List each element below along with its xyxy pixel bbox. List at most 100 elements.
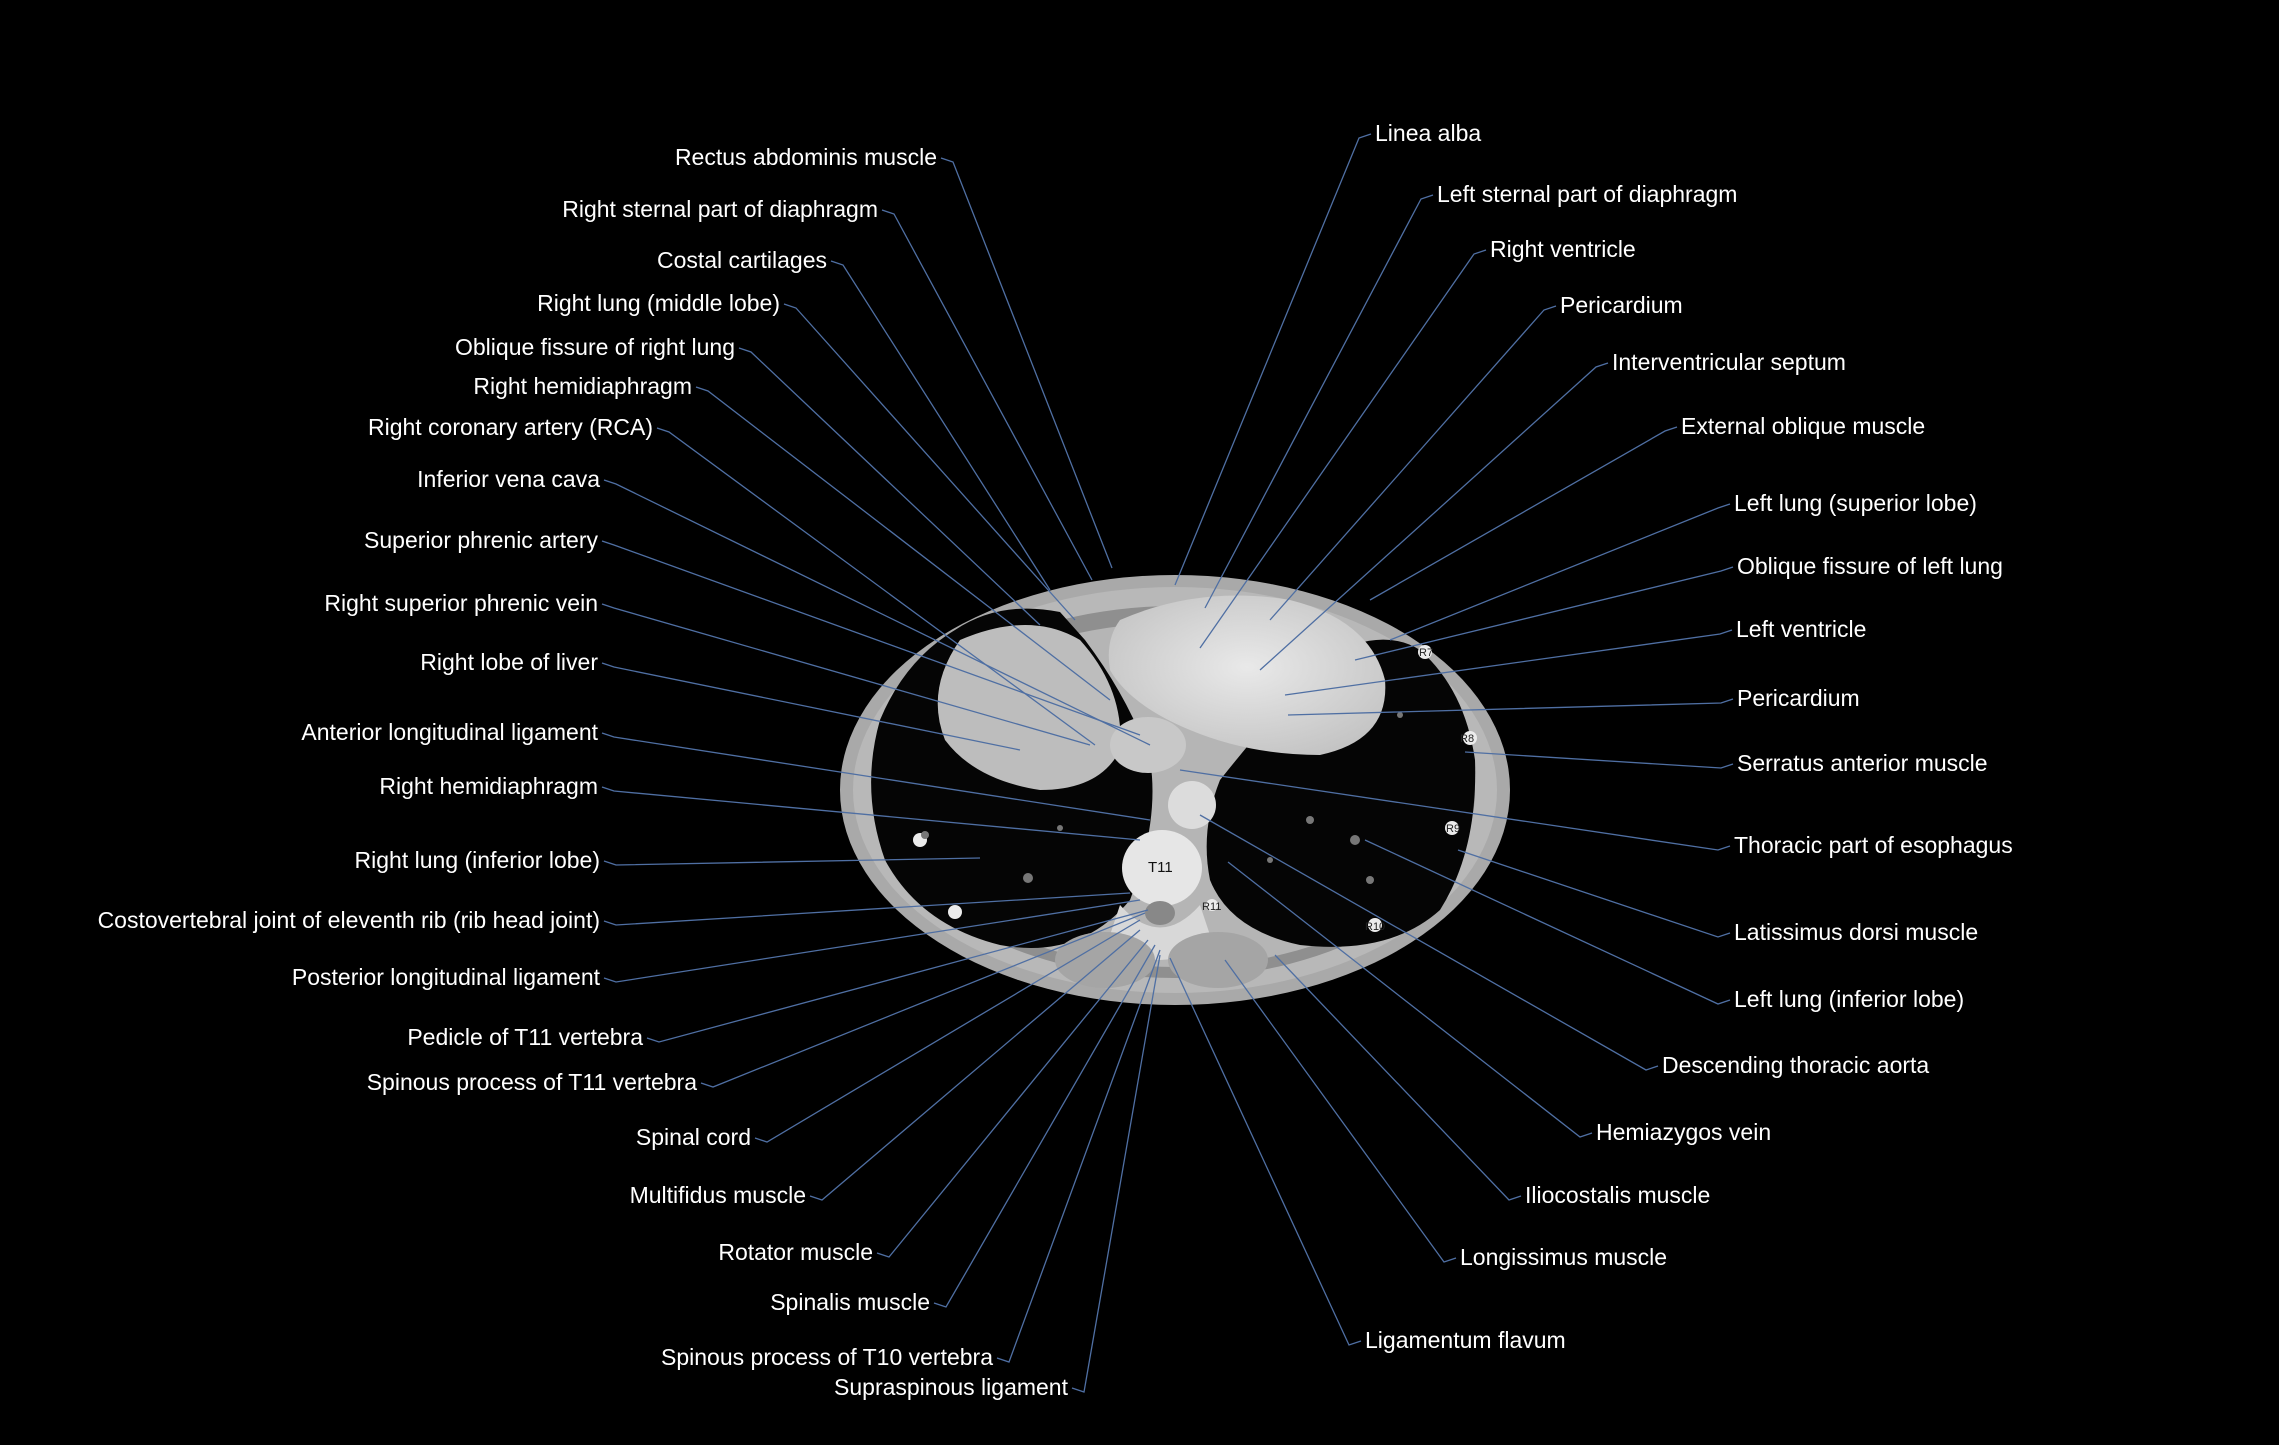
label-right-3: Pericardium — [1560, 292, 1683, 318]
leader-line-left-0 — [940, 157, 1113, 569]
rib-label-r8: R8 — [1460, 733, 1474, 745]
label-left-19: Multifidus muscle — [630, 1182, 806, 1208]
leader-line-left-12 — [601, 786, 1141, 841]
leader-line-left-17 — [700, 912, 1146, 1088]
label-left-11: Anterior longitudinal ligament — [301, 719, 598, 745]
leader-line-right-17 — [1224, 959, 1457, 1263]
leader-line-left-11 — [601, 732, 1151, 821]
label-left-0: Rectus abdominis muscle — [675, 144, 937, 170]
leader-line-right-3 — [1269, 305, 1557, 621]
label-left-23: Supraspinous ligament — [834, 1374, 1069, 1400]
label-left-21: Spinalis muscle — [770, 1289, 930, 1315]
heart — [1108, 595, 1386, 755]
label-left-2: Costal cartilages — [657, 247, 827, 273]
leader-line-left-19 — [809, 929, 1141, 1201]
rib-label-r10: R10 — [1365, 921, 1385, 933]
label-right-17: Longissimus muscle — [1460, 1244, 1667, 1270]
leader-line-left-2 — [830, 260, 1051, 591]
label-right-9: Pericardium — [1737, 685, 1860, 711]
leader-line-left-10 — [601, 662, 1021, 751]
vertebral-body — [1122, 830, 1202, 906]
leader-line-left-22 — [996, 949, 1161, 1363]
leader-line-right-14 — [1199, 814, 1659, 1071]
leader-line-right-9 — [1287, 698, 1734, 716]
label-left-16: Pedicle of T11 vertebra — [407, 1024, 643, 1050]
label-right-18: Ligamentum flavum — [1365, 1327, 1566, 1353]
leader-line-right-13 — [1364, 839, 1731, 1005]
label-right-13: Left lung (inferior lobe) — [1734, 986, 1964, 1012]
leader-lines — [601, 133, 1734, 1393]
label-left-10: Right lobe of liver — [420, 649, 598, 675]
leader-line-right-5 — [1369, 426, 1678, 601]
leader-line-left-1 — [881, 209, 1093, 581]
label-left-12: Right hemidiaphragm — [379, 773, 598, 799]
rib-label-r7: R7 — [1419, 647, 1433, 659]
label-right-12: Latissimus dorsi muscle — [1734, 919, 1978, 945]
label-left-3: Right lung (middle lobe) — [537, 290, 780, 316]
label-right-4: Interventricular septum — [1612, 349, 1846, 375]
label-left-15: Posterior longitudinal ligament — [292, 964, 601, 990]
label-right-0: Linea alba — [1375, 120, 1481, 146]
leader-line-left-23 — [1071, 954, 1161, 1393]
leader-line-right-1 — [1204, 194, 1434, 609]
label-left-1: Right sternal part of diaphragm — [562, 196, 878, 222]
label-right-2: Right ventricle — [1490, 236, 1636, 262]
leader-line-left-20 — [876, 939, 1149, 1258]
label-left-5: Right hemidiaphragm — [473, 373, 692, 399]
label-left-17: Spinous process of T11 vertebra — [367, 1069, 697, 1095]
label-left-20: Rotator muscle — [718, 1239, 873, 1265]
label-left-9: Right superior phrenic vein — [324, 590, 598, 616]
liver — [937, 625, 1121, 790]
leader-line-right-10 — [1464, 751, 1734, 769]
leader-line-right-12 — [1457, 849, 1731, 938]
descending-aorta — [1168, 781, 1216, 829]
leader-line-right-11 — [1179, 769, 1731, 851]
leader-line-right-15 — [1227, 861, 1593, 1138]
leader-line-left-6 — [656, 427, 1096, 746]
leader-line-left-15 — [603, 899, 1141, 983]
rib-label-r9: R9 — [1446, 823, 1460, 835]
label-right-5: External oblique muscle — [1681, 413, 1925, 439]
leader-line-left-14 — [603, 892, 1131, 926]
leader-line-left-3 — [783, 303, 1076, 621]
leader-line-left-7 — [603, 479, 1151, 746]
leader-line-left-5 — [695, 386, 1111, 701]
leader-line-right-18 — [1169, 957, 1362, 1346]
leader-line-left-16 — [646, 909, 1149, 1043]
leader-line-left-9 — [601, 603, 1091, 746]
label-left-6: Right coronary artery (RCA) — [368, 414, 653, 440]
label-left-4: Oblique fissure of right lung — [455, 334, 735, 360]
label-right-10: Serratus anterior muscle — [1737, 750, 1988, 776]
label-right-15: Hemiazygos vein — [1596, 1119, 1771, 1145]
leader-line-right-8 — [1284, 629, 1733, 696]
label-left-8: Superior phrenic artery — [364, 527, 598, 553]
leader-line-right-2 — [1199, 249, 1487, 649]
ct-slice-image — [840, 575, 1510, 1005]
label-right-14: Descending thoracic aorta — [1662, 1052, 1929, 1078]
rib-label-r11: R11 — [1202, 901, 1221, 913]
vertebra-label: T11 — [1148, 859, 1173, 876]
label-left-22: Spinous process of T10 vertebra — [661, 1344, 993, 1370]
leader-line-left-8 — [601, 540, 1141, 736]
label-left-18: Spinal cord — [636, 1124, 751, 1150]
label-right-7: Oblique fissure of left lung — [1737, 553, 2003, 579]
leader-line-right-0 — [1174, 133, 1372, 586]
label-left-13: Right lung (inferior lobe) — [355, 847, 600, 873]
leader-line-left-13 — [603, 857, 981, 866]
leader-line-right-16 — [1274, 954, 1522, 1201]
label-right-11: Thoracic part of esophagus — [1734, 832, 2013, 858]
label-right-8: Left ventricle — [1736, 616, 1866, 642]
leader-line-right-4 — [1259, 362, 1609, 671]
leader-line-left-4 — [738, 347, 1041, 626]
leader-line-right-7 — [1354, 566, 1734, 661]
leader-line-right-6 — [1389, 503, 1731, 641]
leader-line-left-21 — [933, 944, 1156, 1308]
label-left-7: Inferior vena cava — [417, 466, 600, 492]
label-right-1: Left sternal part of diaphragm — [1437, 181, 1737, 207]
label-left-14: Costovertebral joint of eleventh rib (ri… — [98, 907, 600, 933]
label-right-16: Iliocostalis muscle — [1525, 1182, 1710, 1208]
leader-line-left-18 — [754, 919, 1141, 1143]
label-right-6: Left lung (superior lobe) — [1734, 490, 1977, 516]
